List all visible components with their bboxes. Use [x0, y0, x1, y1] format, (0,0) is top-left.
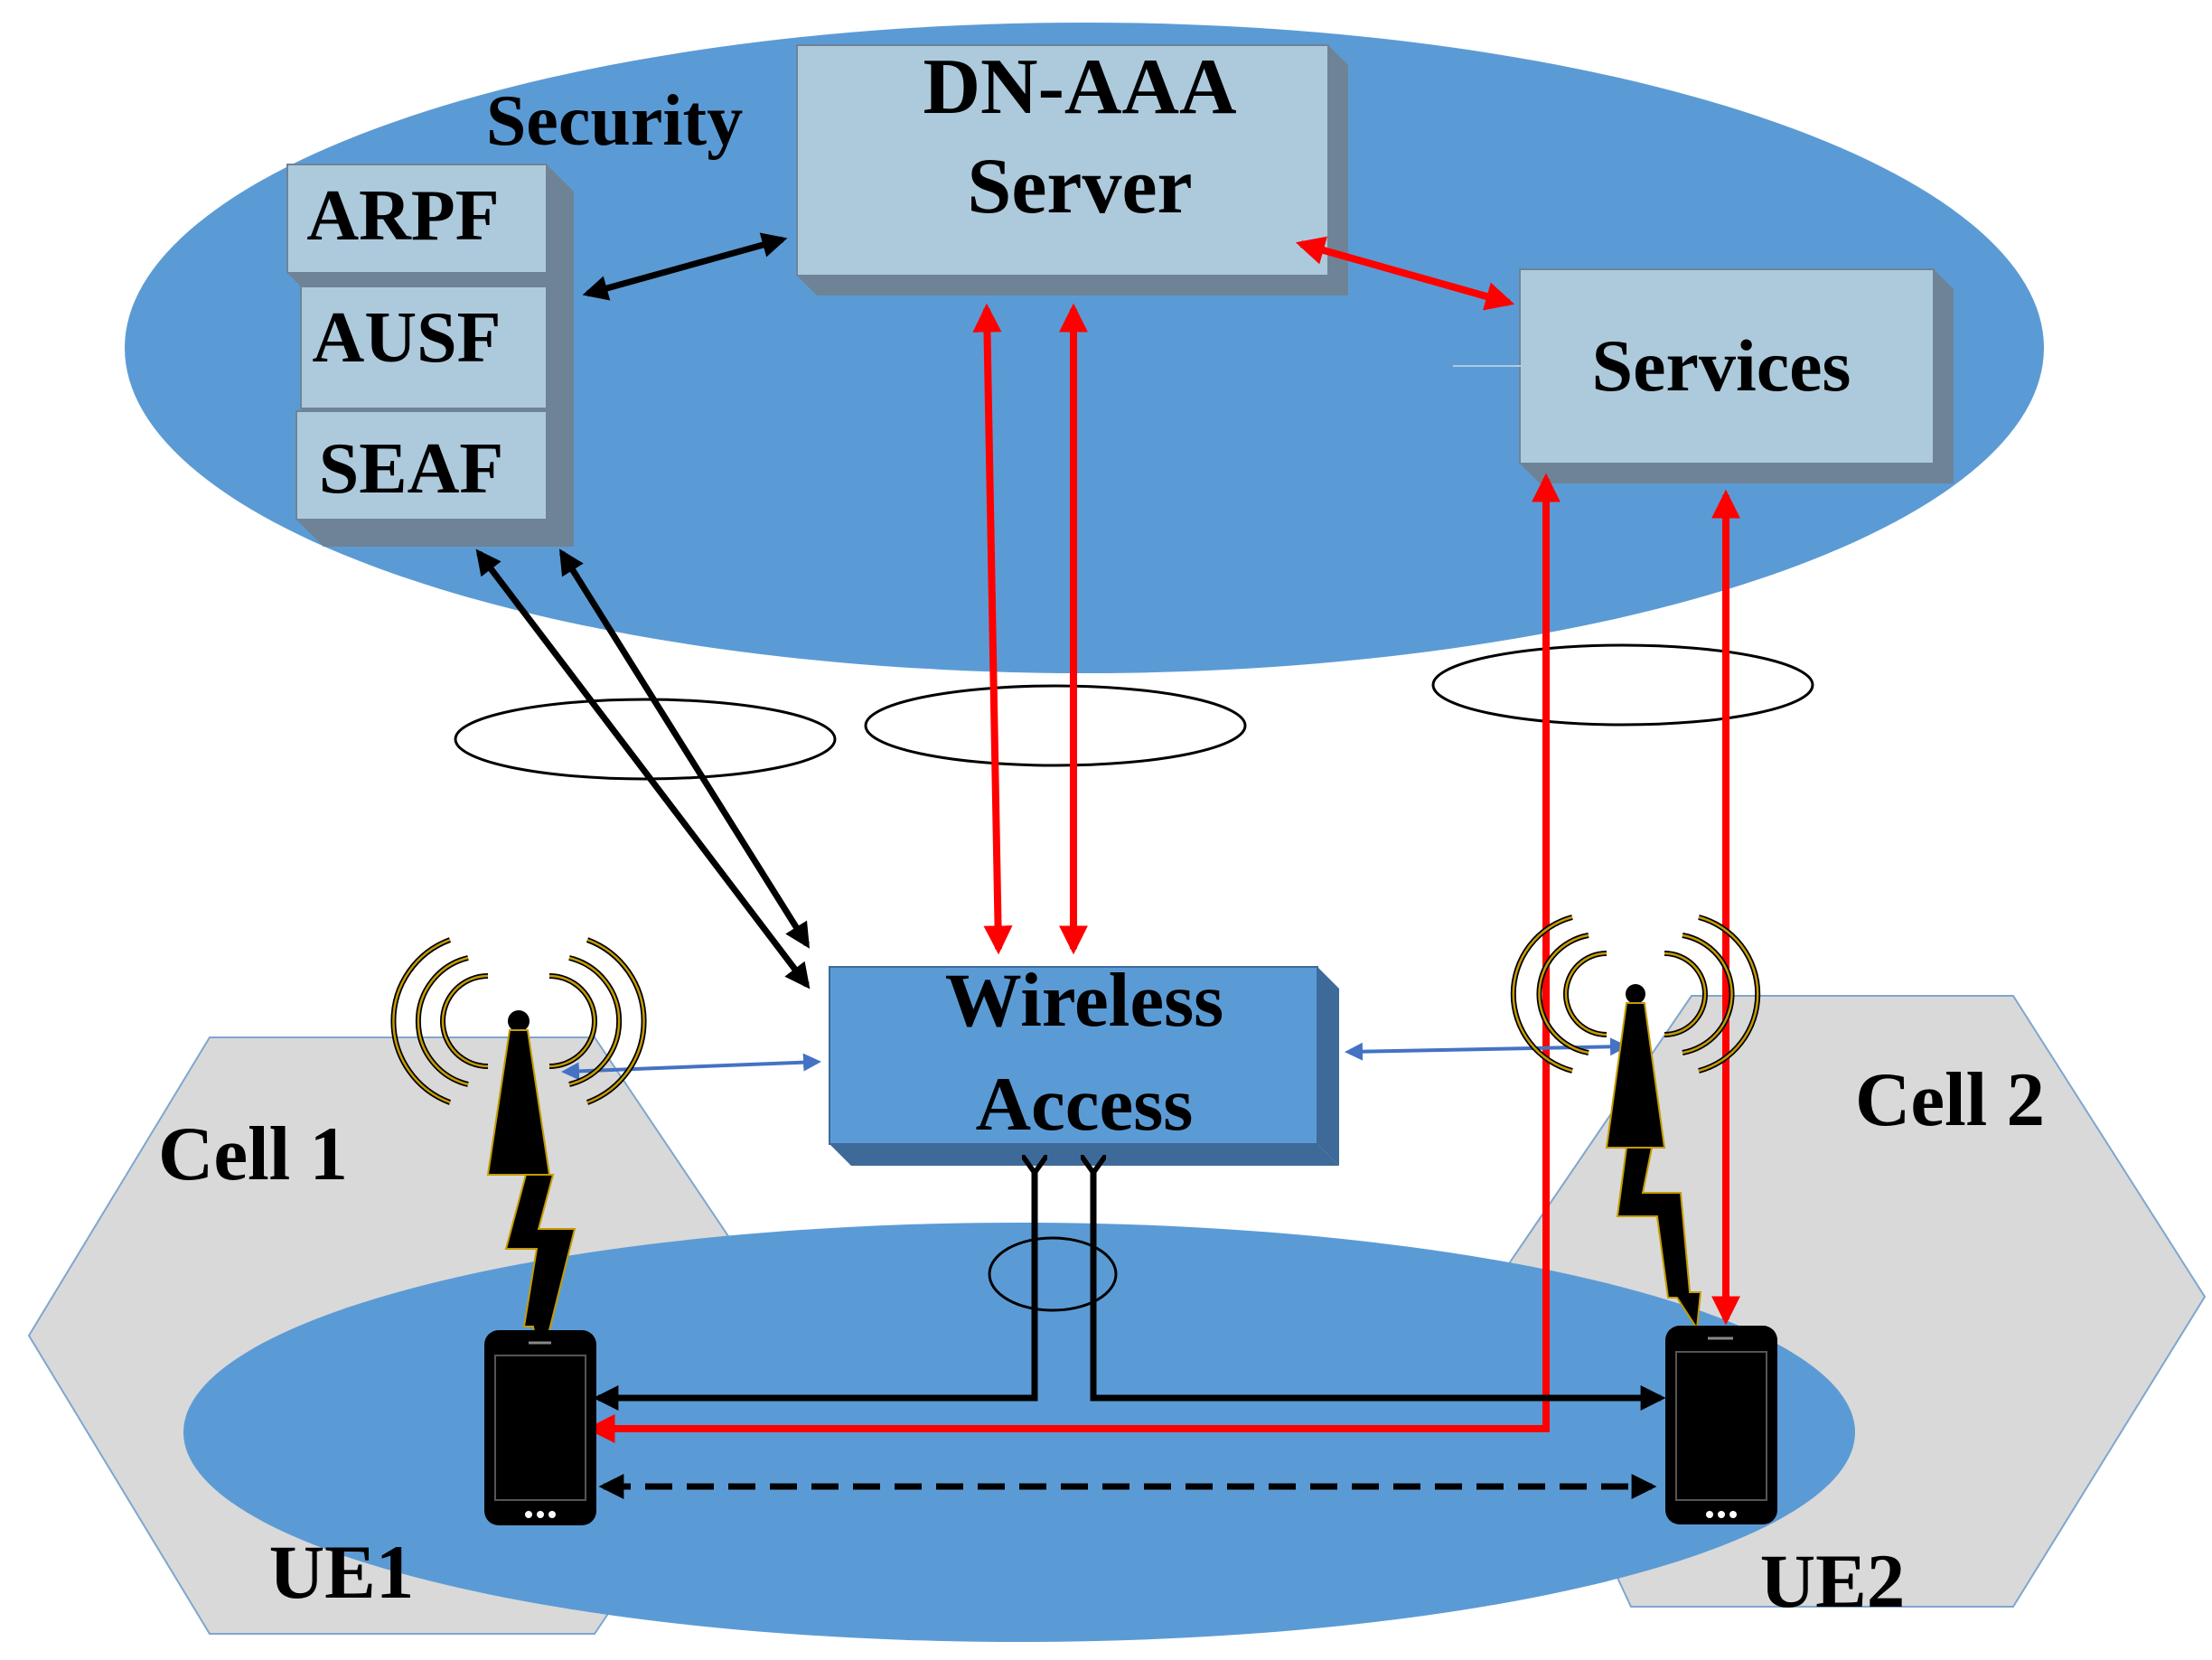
security-label: Security [486, 81, 743, 161]
arpf-label: ARPF [306, 176, 499, 256]
seaf-label: SEAF [319, 429, 504, 509]
cell-1-label: Cell 1 [158, 1111, 348, 1196]
ausf-label: AUSF [313, 298, 501, 378]
wireless-label: Wireless [945, 958, 1224, 1043]
ue-link-ellipse [988, 1236, 1118, 1312]
antenna-tower-icon [1510, 914, 1761, 1149]
ue1-label: UE1 [269, 1530, 415, 1615]
wireless-ue1-path [598, 1170, 1035, 1398]
security-aaa-arrow [582, 232, 788, 301]
dn-aaa-server-box [796, 44, 1348, 295]
antenna-tower-icon [390, 937, 647, 1176]
access-label: Access [976, 1062, 1194, 1147]
services-ue1-path [586, 473, 1561, 1443]
services-label: Services [1592, 324, 1851, 407]
services-link-ellipse [1431, 643, 1814, 727]
services-box [1453, 268, 1954, 483]
ue2-label: UE2 [1760, 1539, 1906, 1624]
smartphone-icon [484, 1330, 596, 1525]
cell-2-label: Cell 2 [1855, 1057, 2045, 1142]
aaa-services-arrow [1295, 236, 1515, 311]
dn-aaa-label: DN-AAA [923, 43, 1236, 131]
server-label: Server [967, 143, 1192, 230]
smartphone-icon [1665, 1326, 1777, 1524]
antenna1-wireless-arrow [561, 1053, 821, 1081]
security-stack [286, 164, 574, 547]
aaa-link-ellipse [864, 684, 1247, 767]
lightning-bolt-icon [1616, 1147, 1702, 1331]
